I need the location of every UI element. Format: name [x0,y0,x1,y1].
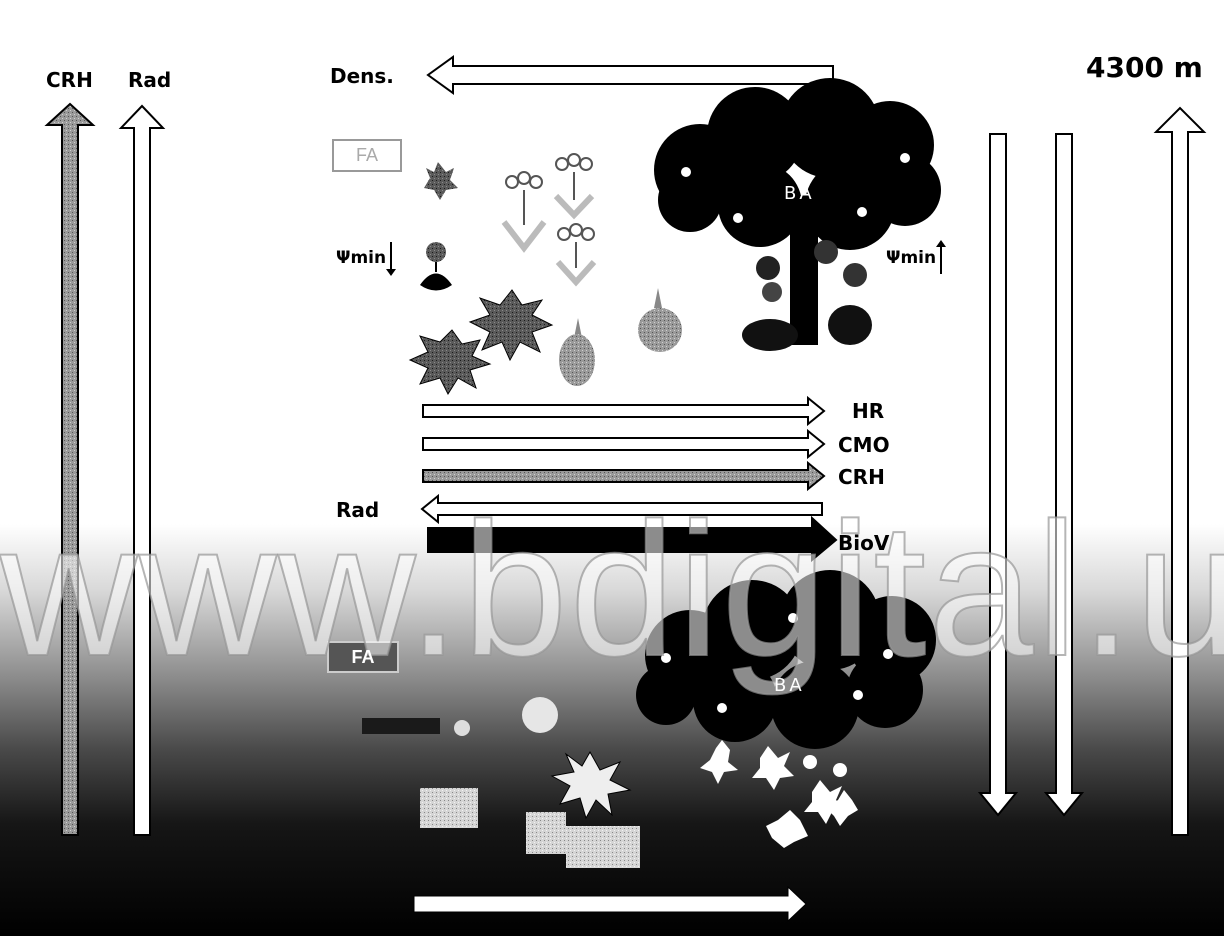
crh-mid-label: CRH [838,465,885,489]
crh-top-label: CRH [46,68,93,92]
fa-upper-box [332,139,402,172]
arrow-down-icon [386,242,397,276]
rad-mid-label: Rad [336,498,380,522]
biov-label: BioV [838,531,890,555]
rad-top-label: Rad [128,68,172,92]
arrow-up-icon [936,240,947,274]
psi-min-left: Ψmin [336,242,397,276]
psi-min-right-text: Ψmin [886,248,937,268]
altitude-arrow-up [1153,106,1207,836]
cushion-plants [559,288,682,386]
density-label: Dens. [330,64,394,88]
spiky-rosettes [408,289,554,396]
density-arrow [426,55,834,95]
hr-arrow [422,395,826,427]
biov-arrow [427,515,838,563]
fa-upper-label: FA [355,145,378,165]
psi-min-right: Ψmin [886,240,947,274]
right-arrow-down-1 [977,133,1019,817]
cmo-arrow [422,428,826,460]
cmo-label: CMO [838,433,890,457]
right-arrow-down-2 [1043,133,1085,817]
altitude-label: 4300 m [1086,51,1203,84]
ba-upper-label: BA [784,183,815,204]
crh-vertical-arrow [44,102,96,836]
flower-plants-group [501,153,597,287]
crh-horizontal-arrow [422,460,826,492]
small-dark-shrub [424,162,458,200]
rad-horizontal-arrow [420,493,823,525]
fa-lower-box [327,641,399,673]
fa-lower-label: FA [351,647,375,667]
psi-min-left-text: Ψmin [336,248,387,268]
lower-vegetation [362,697,858,868]
lower-tree-ba [636,570,936,749]
upper-tree-ba [654,78,941,351]
ba-lower-label: BA [774,675,805,696]
rosette-plant-left [420,242,452,291]
hr-label: HR [852,399,885,423]
rad-vertical-arrow [118,104,166,836]
bottom-arrow [413,885,807,923]
watermark-text: www.bdigital.u [0,484,1224,696]
